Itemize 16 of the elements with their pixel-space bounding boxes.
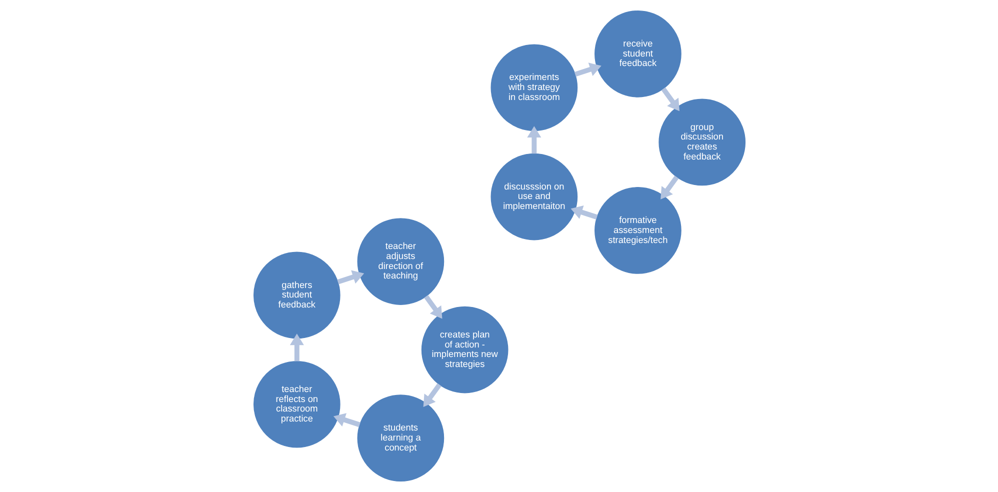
arrow — [424, 294, 442, 319]
arrow — [332, 413, 360, 428]
node-circle: receive student feedback — [594, 10, 681, 98]
arrow — [570, 206, 598, 220]
node-circle: discusssion on use and implementaiton — [490, 153, 578, 240]
arrow — [574, 62, 601, 77]
arrow — [289, 334, 304, 362]
node-circle: experiments with strategy in classroom — [490, 44, 578, 132]
arrow — [526, 126, 541, 154]
node-circle: gathers student feedback — [252, 252, 340, 339]
arrow — [660, 87, 679, 112]
arrow — [660, 176, 678, 200]
arrow — [422, 383, 441, 407]
arrow — [336, 270, 364, 284]
node-circle: teacher adjusts direction of teaching — [356, 218, 444, 305]
node-circle: teacher reflects on classroom practice — [252, 360, 340, 448]
